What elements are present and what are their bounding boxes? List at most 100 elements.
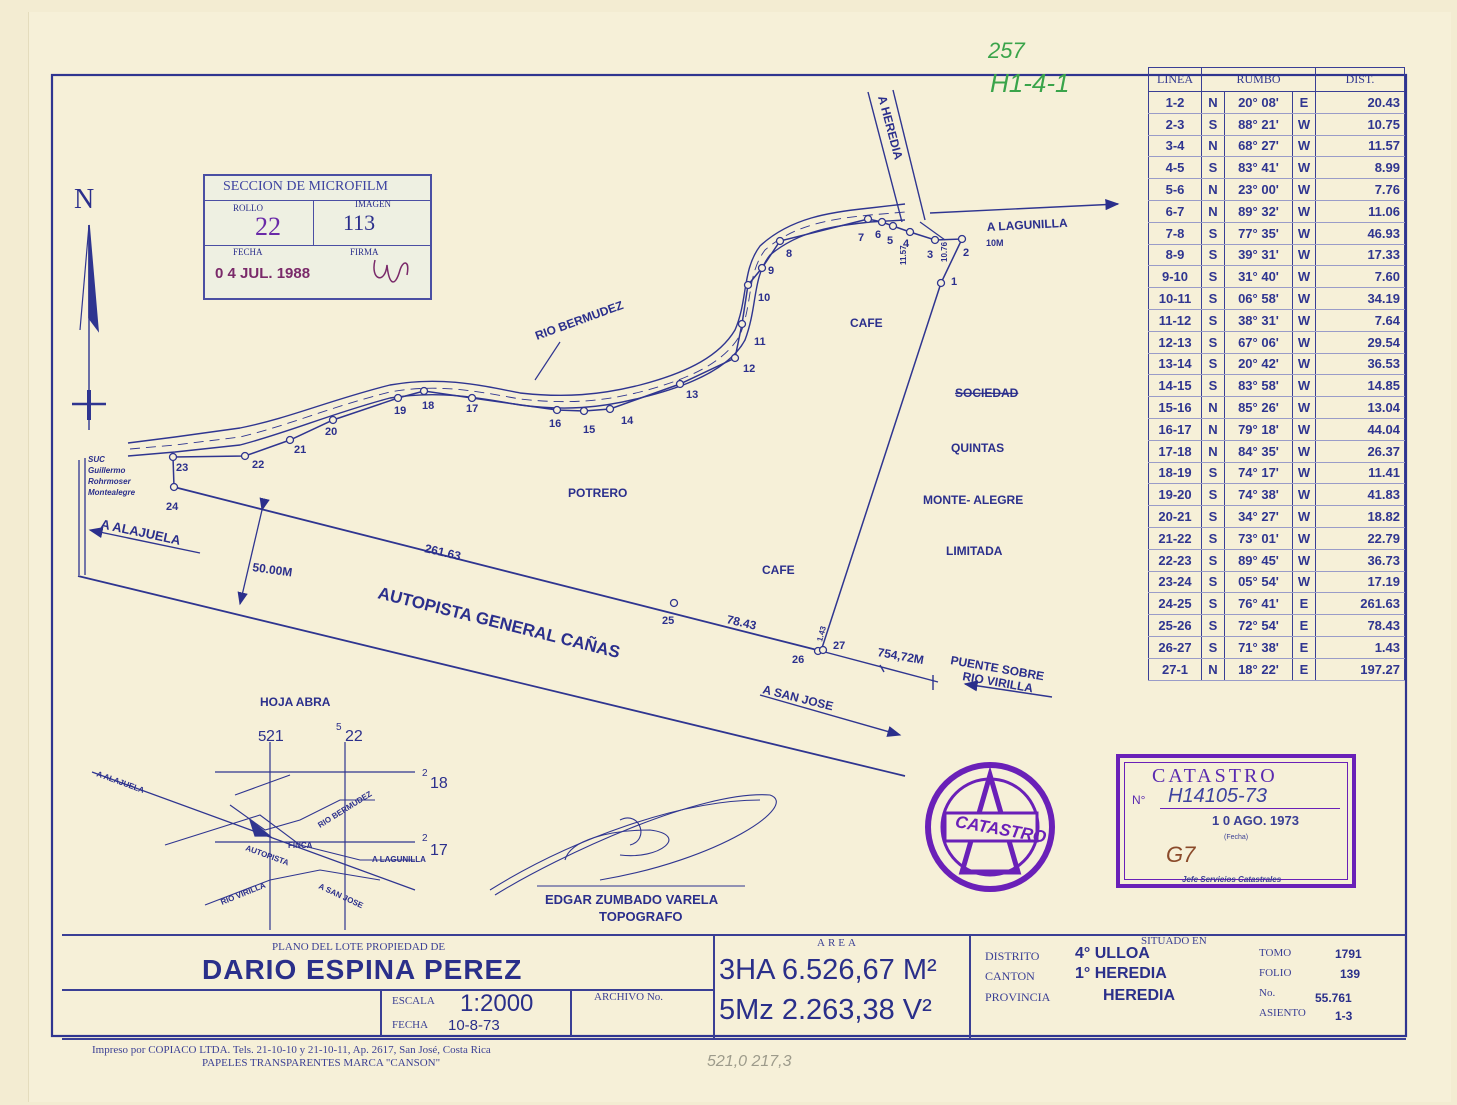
ns-cell: S [1201,483,1225,507]
angle-cell: 31° 40' [1224,265,1293,289]
ew-cell: E [1292,91,1316,114]
area-varas: 5Mz 2.263,38 V² [719,994,932,1026]
distance-cell: 8.99 [1315,156,1405,180]
distance-cell: 22.79 [1315,527,1405,550]
ew-cell: W [1292,244,1316,267]
to-heredia-label: A HEREDIA [875,94,906,161]
ew-cell: E [1292,636,1316,659]
svg-text:15: 15 [583,424,595,436]
ns-cell: S [1201,353,1225,376]
ew-cell: W [1292,505,1316,528]
microfilm-date: 0 4 JUL. 1988 [215,265,311,282]
ns-cell: N [1201,396,1225,419]
ew-cell: W [1292,113,1316,136]
ns-cell: S [1201,636,1225,659]
ew-cell: W [1292,440,1316,463]
ew-cell: W [1292,418,1316,441]
distance-cell: 29.54 [1315,331,1405,354]
line-cell: 14-15 [1148,374,1202,398]
line-cell: 20-21 [1148,505,1202,528]
catastro-stamp: CATASTRO N° H14105-73 1 0 AGO. 1973 (Fec… [1116,754,1356,888]
ns-cell: S [1201,614,1225,637]
line-cell: 21-22 [1148,527,1202,550]
svg-text:7: 7 [858,232,864,244]
angle-cell: 68° 27' [1224,135,1293,158]
svg-text:5: 5 [887,235,893,247]
to-alajuela-label: A ALAJUELA [99,516,182,548]
handwritten-number: 257 [987,38,1025,63]
ns-cell: S [1201,113,1225,136]
highway-label: AUTOPISTA GENERAL CAÑAS [376,582,622,662]
svg-text:10: 10 [758,292,770,304]
line-cell: 2-3 [1148,113,1202,136]
neighbor-sociedad: SOCIEDAD [955,386,1019,400]
catastro-date: 1 0 AGO. 1973 [1212,813,1299,828]
inset-map [91,742,416,930]
angle-cell: 73° 01' [1224,527,1293,550]
inset-grid-22: 22 [345,728,363,745]
ew-cell: W [1292,396,1316,419]
ns-cell: N [1201,91,1225,114]
rollo-value: 22 [255,212,281,241]
svg-text:11: 11 [754,336,766,348]
boundary-points [168,214,967,656]
distance-cell: 197.27 [1315,658,1405,681]
ew-cell: E [1292,658,1316,681]
north-label: N [74,184,94,215]
svg-text:2: 2 [963,247,969,259]
svg-text:2: 2 [422,833,428,844]
microfilm-title: SECCION DE MICROFILM [223,179,388,194]
angle-cell: 72° 54' [1224,614,1293,637]
distance-cell: 1.43 [1315,636,1405,659]
angle-cell: 74° 38' [1224,483,1293,507]
angle-cell: 18° 22' [1224,658,1293,681]
distance-cell: 44.04 [1315,418,1405,441]
ew-cell: W [1292,483,1316,507]
distance-cell: 13.04 [1315,396,1405,419]
distance-cell: 14.85 [1315,374,1405,398]
neighbor-owner-1: QUINTAS [951,441,1004,455]
angle-cell: 83° 41' [1224,156,1293,180]
angle-cell: 20° 42' [1224,353,1293,376]
distrito-value: 4° ULLOA [1075,945,1150,962]
svg-text:25: 25 [662,615,674,627]
angle-cell: 85° 26' [1224,396,1293,419]
dist-261-label: 261.63 [423,541,462,563]
inset-lagunilla: A LAGUNILLA [372,855,426,864]
catastro-circular-seal: CATASTRO [925,762,1055,892]
area-cell: AREA 3HA 6.526,67 M² 5Mz 2.263,38 V² [713,936,971,1038]
ns-cell: N [1201,200,1225,223]
ew-cell: W [1292,527,1316,550]
plan-date: 10-8-73 [448,1017,500,1034]
distance-cell: 7.60 [1315,265,1405,289]
distance-cell: 261.63 [1315,592,1405,616]
ew-cell: W [1292,331,1316,354]
svg-text:14: 14 [621,415,634,427]
line-cell: 9-10 [1148,265,1202,289]
line-cell: 12-13 [1148,331,1202,354]
svg-text:20: 20 [325,426,337,438]
col-dist: DIST. [1315,67,1405,92]
distance-cell: 34.19 [1315,287,1405,310]
line-cell: 8-9 [1148,244,1202,267]
line-cell: 13-14 [1148,353,1202,376]
angle-cell: 76° 41' [1224,592,1293,616]
line-cell: 19-20 [1148,483,1202,507]
printer-line: Impreso por COPIACO LTDA. Tels. 21-10-10… [92,1044,491,1056]
angle-cell: 83° 58' [1224,374,1293,398]
angle-cell: 77° 35' [1224,222,1293,245]
line-cell: 18-19 [1148,462,1202,485]
ns-cell: S [1201,592,1225,616]
